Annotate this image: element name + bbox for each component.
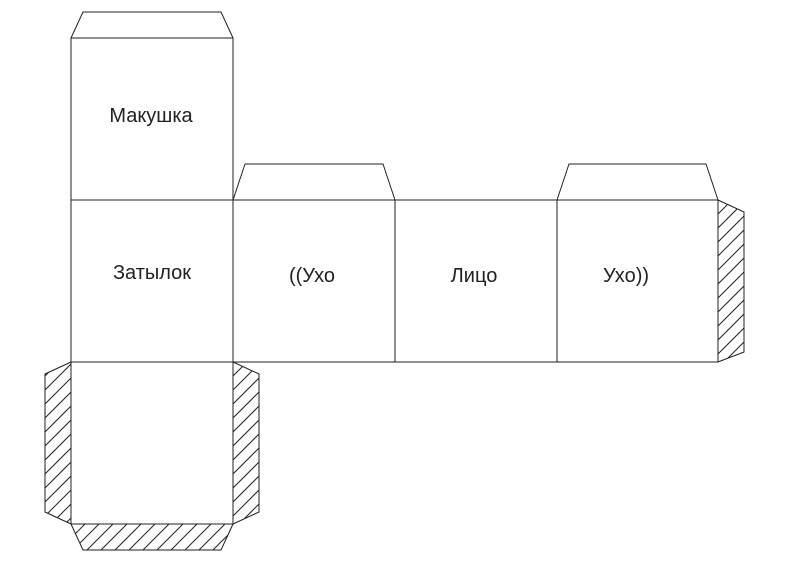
glue-tab-hatched-bottom xyxy=(70,523,281,551)
hatch-line xyxy=(45,433,71,461)
face-label-front: Лицо xyxy=(451,265,498,287)
hatch-line xyxy=(100,524,128,550)
hatch-line xyxy=(45,419,71,447)
hatch-line xyxy=(156,524,184,550)
hatch-line xyxy=(45,503,71,524)
face-label-crown: Макушка xyxy=(109,105,193,127)
hatch-line xyxy=(718,243,744,271)
hatch-line xyxy=(71,524,72,550)
hatch-line xyxy=(45,377,71,405)
hatch-line xyxy=(718,215,744,243)
hatch-line xyxy=(718,370,744,396)
hatch-line xyxy=(718,313,744,341)
hatch-line xyxy=(718,384,744,410)
face-label-right-ear: Ухо)) xyxy=(603,265,649,287)
face-label-left-ear: ((Ухо xyxy=(289,265,335,287)
hatch-line xyxy=(233,377,259,405)
hatch-line xyxy=(45,489,71,517)
hatch-line xyxy=(128,524,156,550)
glue-tab-top-right-ear xyxy=(556,163,719,201)
hatch-line xyxy=(45,461,71,489)
glue-tab-hatched-bottom-right xyxy=(232,361,260,566)
hatch-line xyxy=(233,447,259,475)
hatch-line xyxy=(233,475,259,503)
hatch-line xyxy=(233,503,259,524)
hatch-line xyxy=(718,341,744,362)
hatch-line xyxy=(718,257,744,285)
hatch-line xyxy=(233,461,259,489)
face-left-ear xyxy=(232,199,396,363)
hatch-line xyxy=(718,200,744,201)
glue-tab-top-left-ear xyxy=(232,163,396,201)
hatch-line xyxy=(718,229,744,257)
hatch-line xyxy=(718,285,744,313)
hatch-line xyxy=(212,524,233,550)
face-front xyxy=(394,199,558,363)
hatch-line xyxy=(45,532,71,558)
hatch-line xyxy=(45,447,71,475)
hatch-line xyxy=(142,524,170,550)
hatch-line xyxy=(45,546,71,566)
hatch-line xyxy=(233,532,259,558)
hatch-line xyxy=(45,362,71,363)
hatch-line xyxy=(170,524,198,550)
face-chin xyxy=(70,361,234,525)
hatch-line xyxy=(718,327,744,355)
hatch-line xyxy=(233,405,259,433)
hatch-line xyxy=(45,363,71,391)
glue-tab-top-crown xyxy=(70,11,234,39)
hatch-line xyxy=(241,524,267,550)
face-back-of-head xyxy=(70,199,234,363)
hatch-line xyxy=(233,546,259,566)
glue-tab-hatched-bottom-left xyxy=(44,361,72,566)
face-crown xyxy=(70,37,234,201)
hatch-line xyxy=(718,271,744,299)
glue-tab-hatched-right xyxy=(717,199,745,410)
hatch-line xyxy=(255,524,281,550)
hatch-line xyxy=(233,391,259,419)
hatch-line xyxy=(718,299,744,327)
hatch-line xyxy=(233,419,259,447)
hatch-line xyxy=(184,524,212,550)
face-label-back-of-head: Затылок xyxy=(113,262,191,284)
hatch-line xyxy=(233,433,259,461)
hatch-line xyxy=(198,524,226,550)
hatch-line xyxy=(45,475,71,503)
hatch-line xyxy=(86,524,114,550)
hatch-line xyxy=(45,517,71,524)
hatch-line xyxy=(45,405,71,433)
hatch-line xyxy=(233,489,259,517)
hatch-line xyxy=(45,391,71,419)
face-right-ear xyxy=(556,199,719,363)
hatch-line xyxy=(114,524,142,550)
